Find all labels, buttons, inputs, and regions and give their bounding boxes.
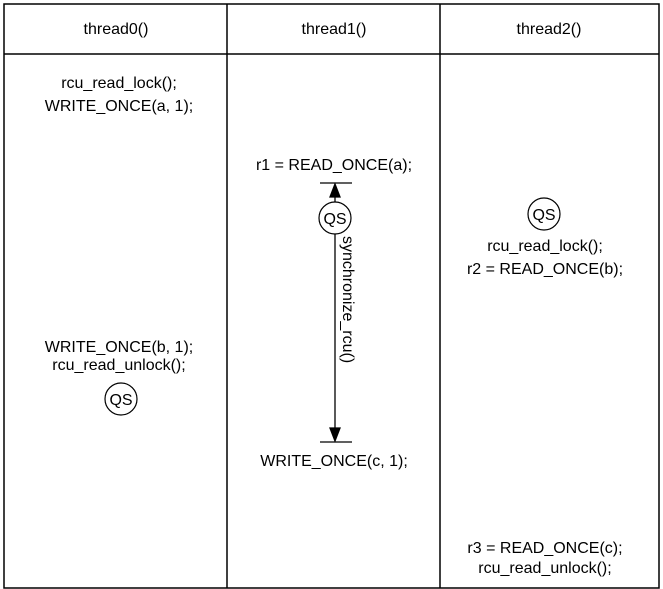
synchronize-rcu-label: synchronize_rcu() bbox=[339, 236, 356, 363]
quiescent-state-marker: QS bbox=[527, 197, 561, 231]
thread1-line2: WRITE_ONCE(c, 1); bbox=[260, 453, 408, 470]
header-thread1: thread1() bbox=[302, 21, 367, 38]
header-thread0: thread0() bbox=[84, 21, 149, 38]
thread1-line1: r1 = READ_ONCE(a); bbox=[256, 157, 412, 174]
thread0-line4: rcu_read_unlock(); bbox=[52, 357, 185, 374]
thread0-line1: rcu_read_lock(); bbox=[61, 75, 177, 92]
quiescent-state-marker: QS bbox=[104, 382, 138, 416]
quiescent-state-marker: QS bbox=[318, 201, 352, 235]
qs-label: QS bbox=[323, 211, 346, 228]
thread2-line1: rcu_read_lock(); bbox=[487, 238, 603, 255]
qs-label: QS bbox=[532, 207, 555, 224]
thread2-line3: r3 = READ_ONCE(c); bbox=[467, 540, 622, 557]
thread2-line4: rcu_read_unlock(); bbox=[478, 560, 611, 577]
grace-period-arrow bbox=[320, 182, 352, 443]
table-grid bbox=[3, 3, 660, 589]
qs-label: QS bbox=[109, 392, 132, 409]
thread0-line2: WRITE_ONCE(a, 1); bbox=[45, 98, 193, 115]
header-thread2: thread2() bbox=[517, 21, 582, 38]
thread2-line2: r2 = READ_ONCE(b); bbox=[467, 261, 623, 278]
thread0-line3: WRITE_ONCE(b, 1); bbox=[45, 339, 193, 356]
